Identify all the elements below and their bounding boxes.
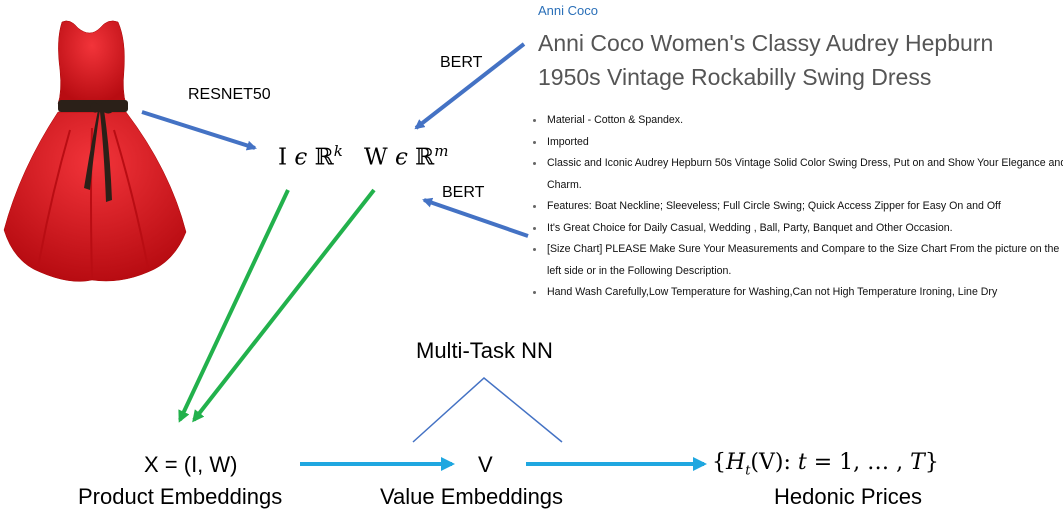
image-dim: k	[333, 142, 343, 160]
value-embedding-caption: Value Embeddings	[380, 484, 564, 509]
resnet-arrow	[141, 110, 257, 151]
text-dim: m	[434, 142, 449, 160]
multitask-label: Multi-Task NN	[416, 338, 553, 363]
bullet-item: It's Great Choice for Daily Casual, Wedd…	[545, 218, 1063, 240]
bert-title-arrow	[414, 42, 526, 130]
bert-bullets-arrow	[422, 197, 529, 238]
product-embedding-expr: X = (I, W)	[144, 452, 238, 477]
product-bullets: Material - Cotton & Spandex. Imported Cl…	[528, 110, 1063, 304]
product-embedding-caption: Product Embeddings	[78, 484, 283, 509]
reals-symbol: ℝ	[415, 144, 435, 171]
bullet-item: Classic and Iconic Audrey Hepburn 50s Vi…	[545, 153, 1063, 196]
image-embedding-space: I ϵ ℝk	[278, 142, 343, 171]
hedonic-prices-caption: Hedonic Prices	[774, 484, 922, 509]
resnet-label: RESNET50	[188, 86, 271, 103]
in-symbol: ϵ	[294, 144, 308, 171]
in-symbol: ϵ	[394, 144, 408, 171]
value-embedding-expr: V	[478, 452, 493, 477]
dress-image	[3, 20, 187, 282]
product-brand: Anni Coco	[538, 3, 598, 18]
reals-symbol: ℝ	[314, 144, 334, 171]
text-var: W	[364, 144, 388, 171]
bullet-item: Imported	[545, 132, 1063, 154]
bert-label-top: BERT	[440, 54, 483, 71]
bert-label-bottom: BERT	[442, 184, 485, 201]
image-embedding-arrow	[178, 189, 290, 423]
bullet-item: Features: Boat Neckline; Sleeveless; Ful…	[545, 196, 1063, 218]
bullet-item: Hand Wash Carefully,Low Temperature for …	[545, 282, 1063, 304]
hedonic-price-expr: {Ht(V): t = 1, … , T}	[712, 450, 939, 479]
product-title: Anni Coco Women's Classy Audrey Hepburn …	[538, 30, 994, 90]
text-embedding-arrow	[192, 188, 376, 423]
multitask-caret	[412, 377, 563, 443]
image-var: I	[278, 144, 288, 171]
text-embedding-space: W ϵ ℝm	[364, 142, 449, 171]
bullet-item: Material - Cotton & Spandex.	[545, 110, 1063, 132]
bullet-item: [Size Chart] PLEASE Make Sure Your Measu…	[545, 239, 1063, 282]
